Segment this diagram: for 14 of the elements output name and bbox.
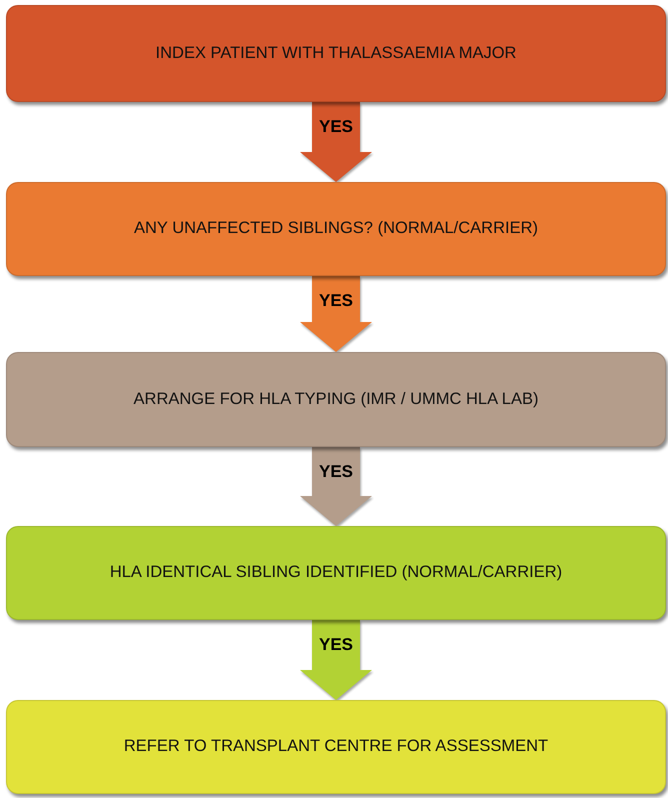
process-box [6, 352, 666, 447]
process-box [6, 5, 666, 102]
edge-label: YES [318, 292, 354, 309]
box-text: ANY UNAFFECTED SIBLINGS? (NORMAL/CARRIER) [134, 219, 538, 239]
box-text: REFER TO TRANSPLANT CENTRE FOR ASSESSMENT [124, 737, 548, 757]
box-text: INDEX PATIENT WITH THALASSAEMIA MAJOR [156, 44, 516, 64]
edge-label: YES [318, 463, 354, 480]
box-text: ARRANGE FOR HLA TYPING (IMR / UMMC HLA LAB) [134, 390, 538, 410]
process-box [6, 526, 666, 620]
box-text: HLA IDENTICAL SIBLING IDENTIFIED (NORMAL/CARRIER) [110, 563, 562, 583]
edge-label: YES [318, 118, 354, 135]
process-box [6, 700, 666, 794]
process-box [6, 182, 666, 276]
edge-label: YES [318, 636, 354, 653]
